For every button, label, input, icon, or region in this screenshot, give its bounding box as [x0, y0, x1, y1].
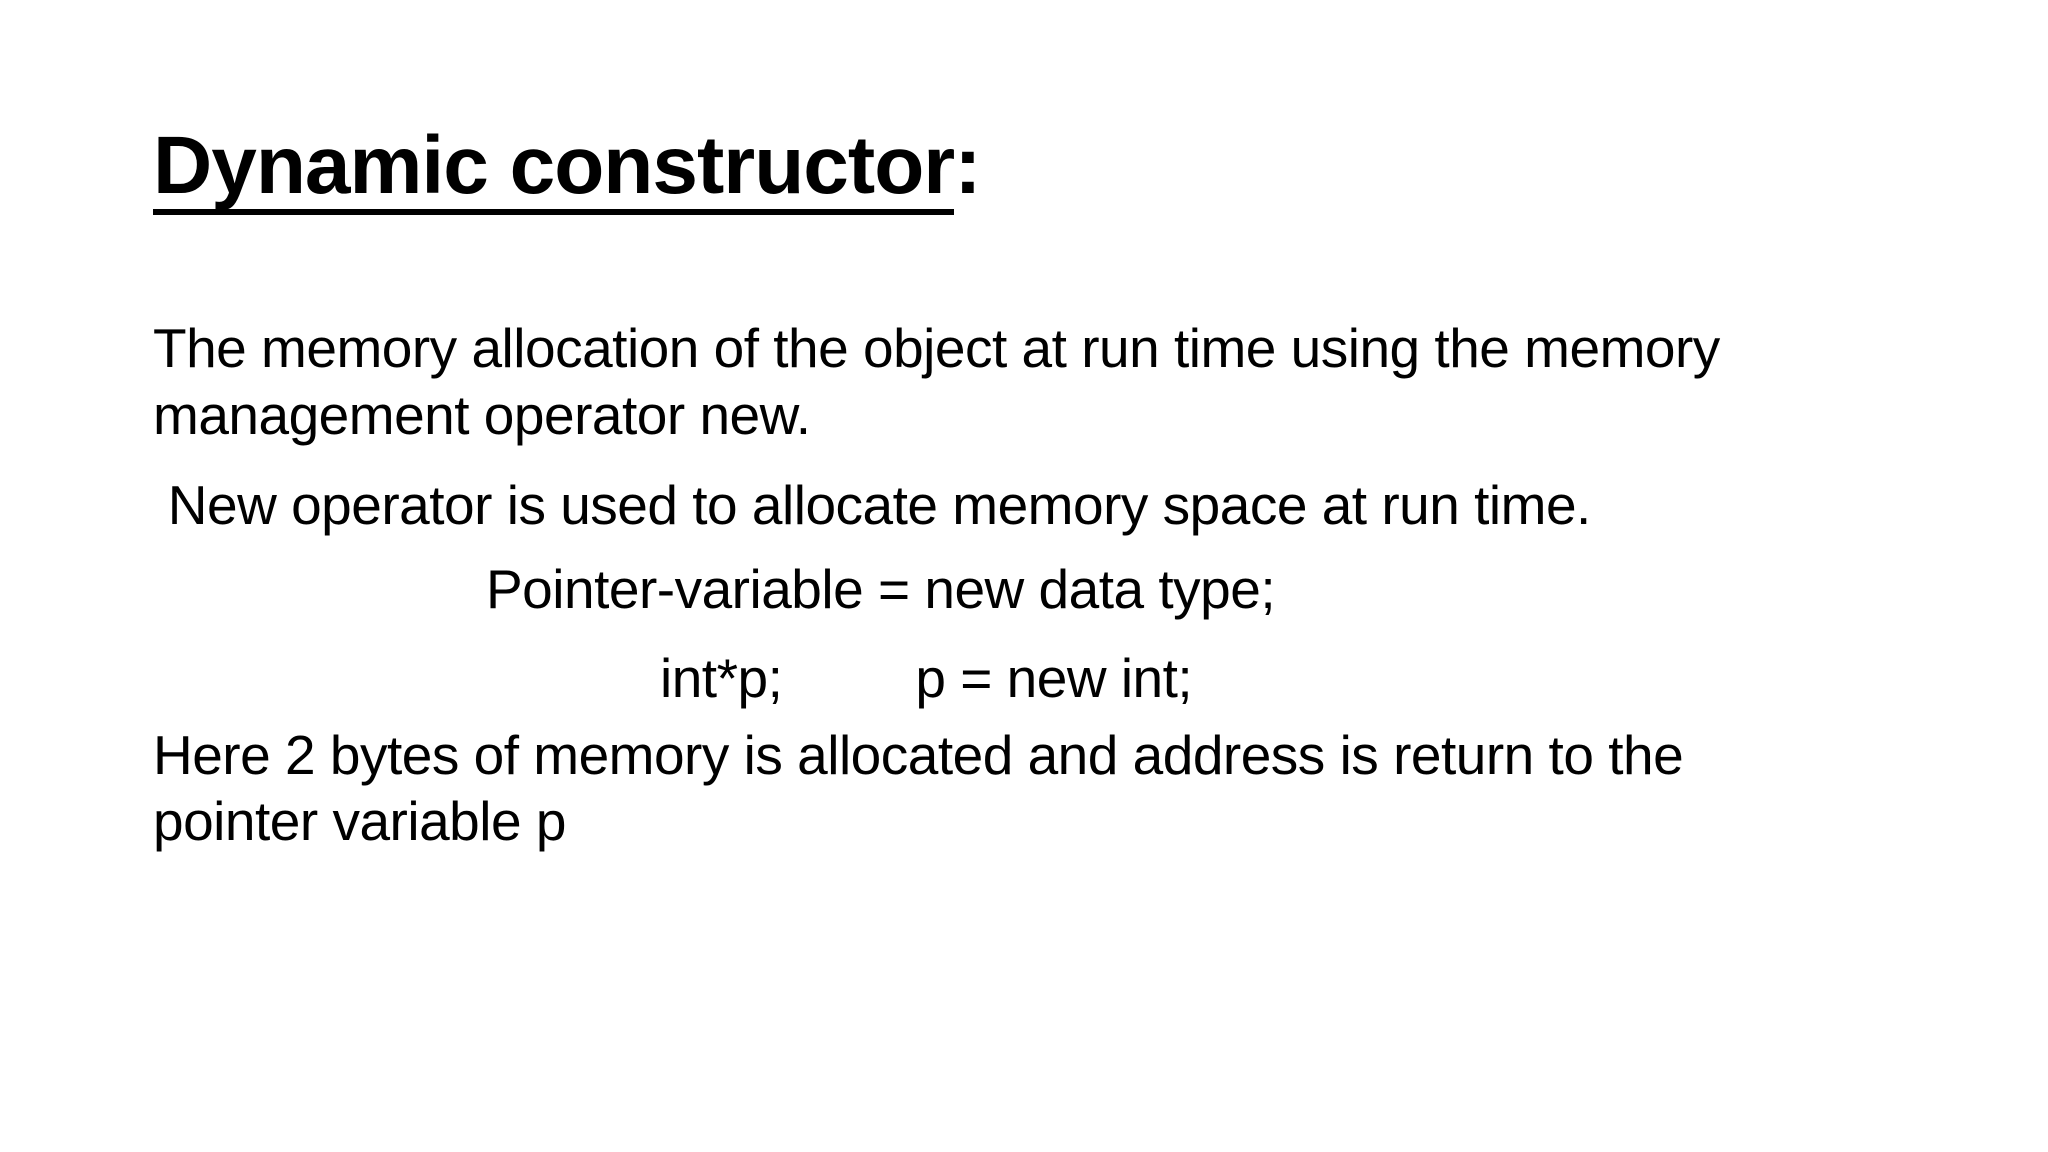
body-line-here-2-bytes-1: Here 2 bytes of memory is allocated and …: [153, 724, 1684, 786]
slide-title-underlined-text: Dynamic constructor: [153, 125, 955, 215]
code-line-int-pointer-example: int*p; p = new int;: [660, 647, 1193, 709]
slide-title-colon: :: [954, 120, 981, 211]
code-line-pointer-variable-syntax: Pointer-variable = new data type;: [486, 558, 1276, 620]
body-line-here-2-bytes-2: pointer variable p: [153, 790, 566, 852]
slide-title: Dynamic constructor:: [153, 125, 982, 215]
body-line-memory-allocation-2: management operator new.: [153, 384, 811, 446]
body-line-memory-allocation-1: The memory allocation of the object at r…: [153, 317, 1720, 379]
body-line-new-operator: New operator is used to allocate memory …: [153, 474, 1592, 536]
